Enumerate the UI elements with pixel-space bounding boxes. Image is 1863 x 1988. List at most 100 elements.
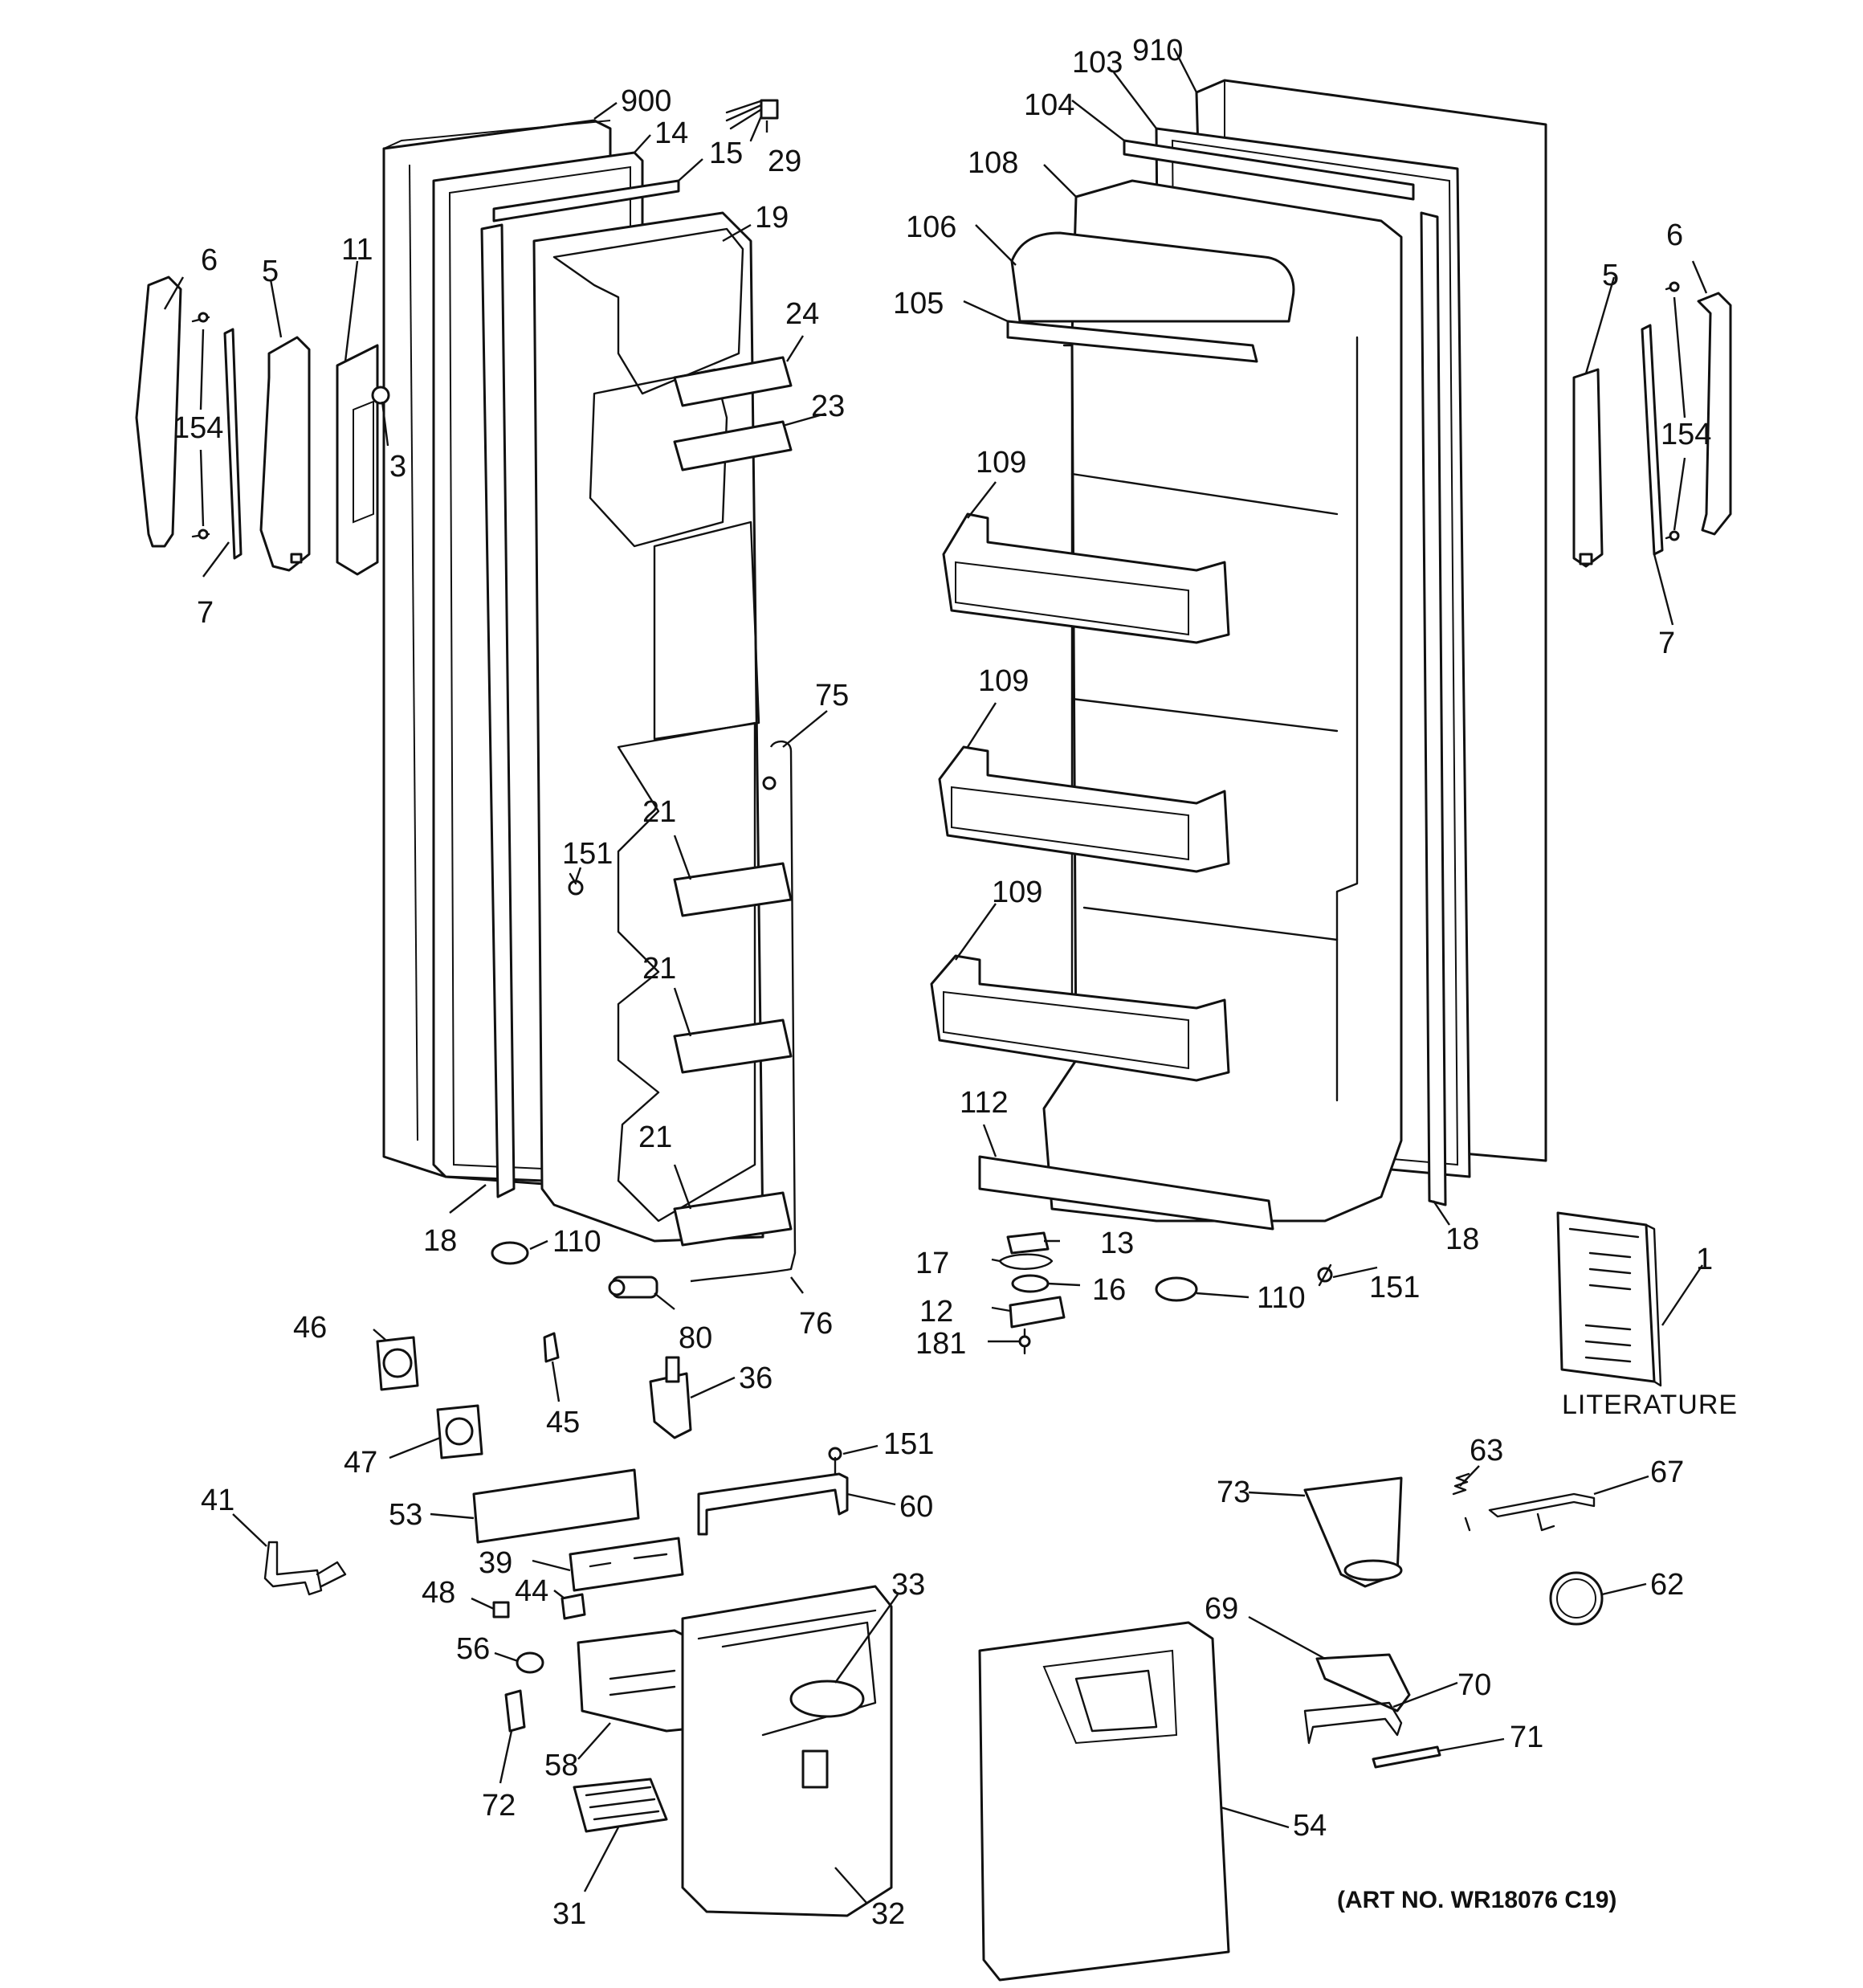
callout-151-door: 151 xyxy=(1369,1271,1420,1304)
dairy-compartment-door xyxy=(1010,231,1295,323)
callout-60: 60 xyxy=(899,1490,933,1524)
freezer-door-assembly xyxy=(382,99,797,1299)
water-tube xyxy=(690,740,797,1283)
small-clip xyxy=(543,1332,560,1363)
freezer-handle xyxy=(259,336,311,572)
freezer-door-stop xyxy=(491,1241,529,1265)
callout-110-right: 110 xyxy=(1257,1281,1306,1315)
callout-6-right: 6 xyxy=(1666,218,1683,252)
leader-lines xyxy=(163,47,1708,1904)
fresh-food-side-trim xyxy=(1420,211,1447,1206)
callout-45: 45 xyxy=(546,1406,580,1439)
selector-knob xyxy=(376,1336,419,1391)
fresh-food-door-stop xyxy=(1155,1276,1198,1302)
fresh-food-handle-trim xyxy=(1641,324,1664,556)
bottom-shelf-bar xyxy=(978,1155,1274,1231)
fresh-food-top-trim xyxy=(1123,139,1415,201)
freezer-handle-cover xyxy=(135,276,182,548)
hinge-bracket xyxy=(1009,1296,1066,1329)
freezer-handle-set xyxy=(135,276,390,576)
callout-112: 112 xyxy=(960,1086,1009,1120)
callout-103: 103 xyxy=(1072,46,1123,80)
callout-19: 19 xyxy=(755,201,789,235)
ice-chute xyxy=(1303,1476,1403,1588)
freezer-shelf-bar-a xyxy=(673,862,793,917)
callout-5-left: 5 xyxy=(262,255,279,288)
freezer-shelf-bar-upper xyxy=(673,356,793,407)
callout-44: 44 xyxy=(515,1574,548,1608)
control-board xyxy=(569,1537,684,1592)
callout-13: 13 xyxy=(1100,1227,1134,1260)
fresh-food-handle-set xyxy=(1572,281,1732,568)
callout-62: 62 xyxy=(1650,1568,1684,1602)
callout-154-right: 154 xyxy=(1661,418,1711,451)
dispenser-bracket xyxy=(697,1472,849,1536)
callout-1: 1 xyxy=(1696,1243,1713,1276)
callout-106: 106 xyxy=(906,210,956,244)
callout-110-left: 110 xyxy=(552,1225,601,1259)
callout-151-dispenser: 151 xyxy=(883,1427,934,1461)
callout-56: 56 xyxy=(456,1632,490,1666)
callout-24: 24 xyxy=(785,297,819,331)
freezer-door-side-trim xyxy=(480,223,516,1198)
callout-17: 17 xyxy=(915,1247,949,1280)
dispenser-parts xyxy=(263,1332,1604,1982)
button-cap xyxy=(516,1651,544,1674)
callout-32: 32 xyxy=(871,1897,905,1931)
freezer-handle-trim xyxy=(223,328,243,560)
callout-75: 75 xyxy=(815,679,849,712)
ice-flapper xyxy=(1315,1653,1411,1712)
control-cover-panel xyxy=(472,1468,640,1544)
hinge-plate xyxy=(1006,1231,1050,1255)
indicator-lens xyxy=(561,1593,586,1620)
literature-booklet xyxy=(1556,1211,1662,1387)
spring xyxy=(1452,1472,1471,1532)
callout-3: 3 xyxy=(389,450,406,484)
dispenser-switch xyxy=(504,1689,526,1733)
hinge-screw xyxy=(1018,1328,1031,1355)
callout-80: 80 xyxy=(679,1321,712,1355)
callout-104: 104 xyxy=(1024,88,1074,122)
callout-6-left: 6 xyxy=(201,243,218,277)
callout-7-right: 7 xyxy=(1658,627,1675,660)
art-number: (ART NO. WR18076 C19) xyxy=(1337,1887,1616,1913)
dairy-shelf-bar xyxy=(1006,320,1258,363)
dispenser-housing xyxy=(681,1585,893,1917)
hinge-shim xyxy=(998,1253,1054,1270)
callout-12: 12 xyxy=(919,1295,953,1329)
callout-181: 181 xyxy=(915,1327,966,1361)
seal-ring xyxy=(1549,1571,1604,1626)
fresh-food-door-assembly xyxy=(930,79,1547,1302)
callout-76: 76 xyxy=(799,1307,833,1341)
callout-46: 46 xyxy=(293,1311,327,1345)
door-bin-lower xyxy=(930,954,1230,1082)
callout-910: 910 xyxy=(1132,34,1183,67)
freezer-top-trim xyxy=(492,179,680,222)
wire-harness xyxy=(725,99,779,142)
callout-15: 15 xyxy=(709,137,743,170)
fresh-food-handle-bracket xyxy=(1572,368,1604,568)
callout-58: 58 xyxy=(544,1749,578,1782)
dispenser-actuator xyxy=(649,1356,692,1439)
callout-67: 67 xyxy=(1650,1455,1684,1489)
callout-29: 29 xyxy=(768,145,801,178)
callout-31: 31 xyxy=(552,1897,586,1931)
dispenser-front-cover xyxy=(978,1621,1230,1982)
callout-21-b: 21 xyxy=(642,952,676,986)
pivot-pin xyxy=(1372,1745,1441,1769)
callout-11: 11 xyxy=(341,233,373,267)
dispenser-screw xyxy=(828,1447,842,1476)
freezer-shelf-bar-b xyxy=(673,1018,793,1074)
callout-7-left: 7 xyxy=(197,596,214,630)
hinge-bushing xyxy=(1011,1274,1050,1293)
callout-18-left: 18 xyxy=(423,1224,457,1258)
callout-105: 105 xyxy=(893,287,944,320)
drip-tray xyxy=(573,1778,668,1833)
callout-23: 23 xyxy=(811,390,845,423)
dispenser-lever xyxy=(1488,1492,1596,1532)
literature-label: LITERATURE xyxy=(1562,1390,1738,1420)
callout-109-a: 109 xyxy=(976,446,1026,480)
door-bin-middle xyxy=(938,745,1230,873)
callout-5-right: 5 xyxy=(1602,259,1619,292)
